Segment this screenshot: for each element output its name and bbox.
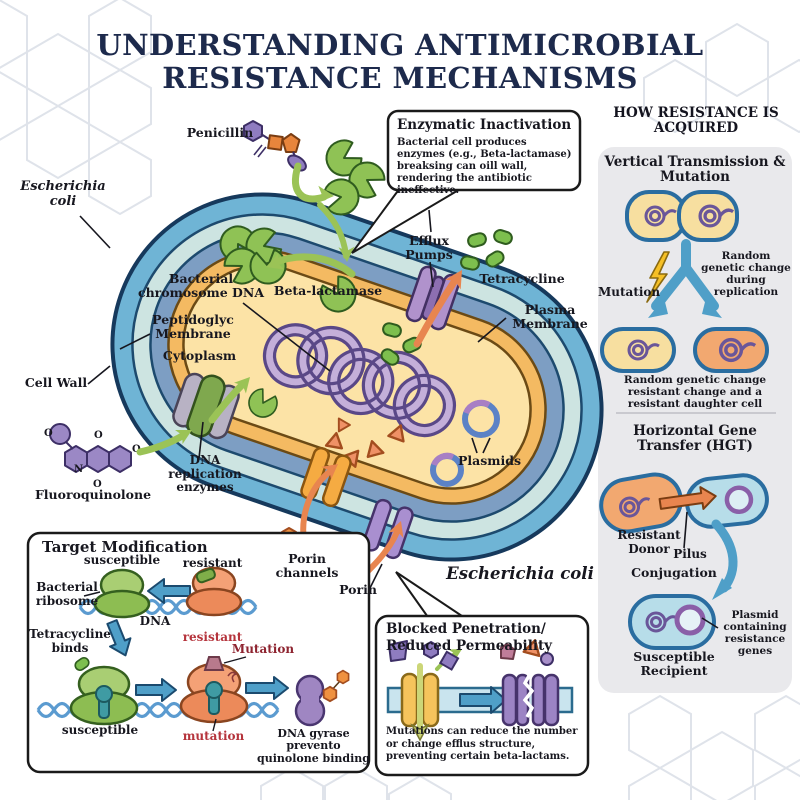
broken-porin xyxy=(501,673,560,727)
enzymatic-title: Enzymatic Inactivation xyxy=(397,117,572,133)
fluoroquinolone-molecule-icon: O O O N O xyxy=(44,423,141,490)
efflux-arrow xyxy=(413,265,470,348)
dna-gyrase-label: DNA gyrase prevento quinolone binding xyxy=(257,727,370,765)
penicillin-molecule-icon xyxy=(243,120,307,172)
fluoroquinolone-label: Fluoroquinolone xyxy=(34,487,152,502)
enzymatic-body: Bacterial cell produces enzymes (e.g., B… xyxy=(397,137,572,196)
pilus-label: Pilus xyxy=(673,547,707,561)
dna-replication-label: DNA replication enzymes xyxy=(168,453,242,495)
susceptible-ribosome-tetracycline xyxy=(69,655,139,726)
down-arrow xyxy=(106,619,132,657)
porin-label: Porin xyxy=(339,582,377,597)
blocked-title-line1: Blocked Penetration/ xyxy=(386,621,546,637)
resistant-donor-label: Resistant Donor xyxy=(617,528,681,556)
vertical-transmission-illustration xyxy=(600,190,776,414)
resistant-top-label: resistant xyxy=(182,556,243,570)
blocked-title-line2: Reduced Permeability xyxy=(386,638,553,654)
target-modification-title: Target Modification xyxy=(42,538,208,556)
resistant-red-label: resistant xyxy=(182,630,243,644)
vertical-caption: Random genetic change resistant change a… xyxy=(623,374,767,410)
efflux-pumps-label: Efflux Pumps xyxy=(405,233,453,263)
left-arrow xyxy=(147,578,191,604)
leader-lines xyxy=(79,209,507,589)
random-genetic-label: Random genetic change during replication xyxy=(701,250,791,298)
mutation-panel-label: Mutation xyxy=(598,285,661,299)
right-arrow-1 xyxy=(135,678,177,702)
susceptible-bottom-label: susceptible xyxy=(61,723,139,737)
penicillin-label: Penicillin xyxy=(186,125,254,140)
beta-lactamase-label: Beta-lactamase xyxy=(273,283,383,298)
resistant-ribosome-mutated xyxy=(179,656,249,724)
page-title-line1: UNDERSTANDING ANTIMICROBIAL xyxy=(96,28,704,62)
enzymatic-callout-box xyxy=(351,109,582,254)
fluoroquinolone-arrows xyxy=(136,371,256,456)
dna-gyrase-structure xyxy=(294,669,350,727)
lightning-bolt-icon xyxy=(646,251,670,303)
cytoplasm-label: Cytoplasm xyxy=(162,348,237,363)
bacterial-chromosome-label: Bacterial chromosome DNA xyxy=(137,271,265,301)
functional-porin xyxy=(400,672,440,728)
acquisition-panel xyxy=(598,147,792,693)
blocked-penetration-box xyxy=(374,571,590,777)
bacterial-cell-illustration: O O O N O xyxy=(44,120,604,603)
horizontal-gene-transfer-illustration xyxy=(599,472,769,650)
svg-text:O: O xyxy=(44,428,53,439)
resistant-ribosome xyxy=(185,566,243,617)
beta-lactamase-arrow xyxy=(262,253,356,278)
peptidoglyc-membrane-label: Peptidoglyc Membrane xyxy=(152,312,234,342)
susceptible-top-label: susceptible xyxy=(83,553,161,567)
svg-text:O: O xyxy=(132,444,141,455)
ecoli-bottom-label: Escherichia coli xyxy=(446,564,594,583)
hgt-title: Horizontal Gene Transfer (HGT) xyxy=(633,423,757,455)
svg-text:N: N xyxy=(74,464,83,475)
porin-channels-label: Porin channels xyxy=(275,551,339,581)
page-title-line2: RESISTANCE MECHANISMS xyxy=(162,61,638,95)
tetracycline-binds-label: Tetracycline binds xyxy=(29,627,111,655)
mutation-label: Mutation xyxy=(231,642,295,656)
dna-replication-enzyme-structure xyxy=(172,372,240,440)
plasmids-label: Plasmids xyxy=(457,453,522,468)
vertical-transmission-title: Vertical Transmission & Mutation xyxy=(604,154,786,186)
ecoli-left-label: Escherichia coli xyxy=(20,179,106,209)
bacterial-ribosome-label: Bacterial ribosome xyxy=(35,580,99,608)
conjugation-label: Conjugation xyxy=(631,565,717,580)
penicillin-entry-arrow xyxy=(292,162,355,263)
susceptible-recipient-label: Susceptible Recipient xyxy=(633,649,715,679)
svg-text:O: O xyxy=(94,430,103,441)
right-arrow xyxy=(459,686,507,714)
dna-label: DNA xyxy=(139,614,171,628)
tetracycline-label: Tetracycline xyxy=(479,271,565,286)
cell-wall-label: Cell Wall xyxy=(24,375,88,390)
svg-text:O: O xyxy=(93,479,102,490)
plasmid-genes-label: Plasmid containing resistance genes xyxy=(723,609,787,657)
blocked-body: Mutations can reduce the number or chang… xyxy=(386,726,578,762)
susceptible-ribosome xyxy=(93,568,151,619)
mutation-red-label: mutation xyxy=(182,729,245,743)
right-arrow-2 xyxy=(245,676,289,700)
target-modification-box xyxy=(26,531,371,774)
acquisition-header: HOW RESISTANCE IS ACQUIRED xyxy=(613,105,779,137)
plasmid-rings xyxy=(430,399,500,487)
plasma-membrane-label: Plasma Membrane xyxy=(512,302,588,332)
efflux-pump-structure xyxy=(405,265,461,331)
